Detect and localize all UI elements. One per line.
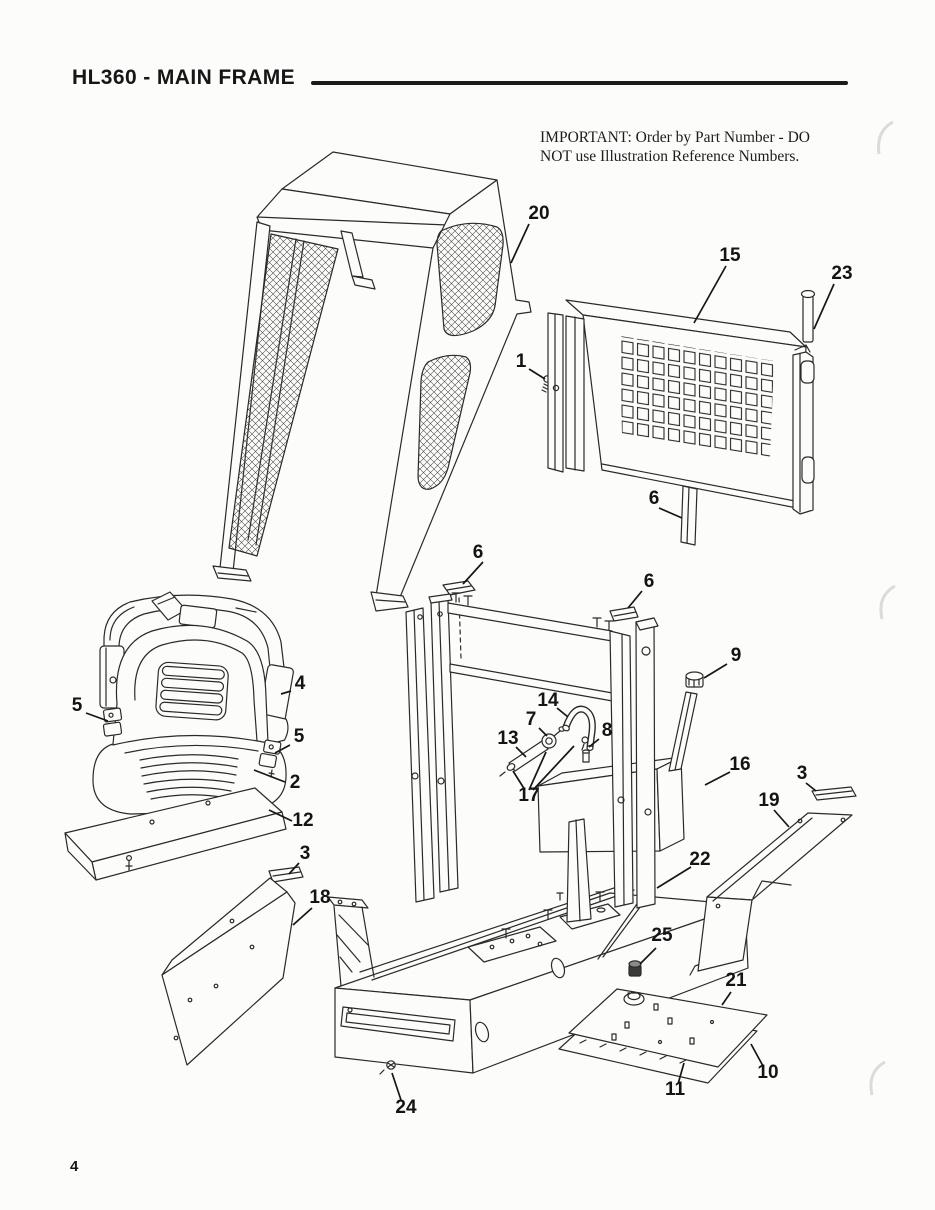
- callout-7: 7: [526, 709, 537, 730]
- hinge-rod-drawing: [800, 289, 816, 343]
- leader-line: [268, 809, 293, 822]
- plug-drawing: [628, 960, 642, 977]
- bottom-plate-drawing: [568, 988, 768, 1068]
- page-number: 4: [70, 1158, 79, 1175]
- callout-5: 5: [294, 726, 305, 747]
- callout-6: 6: [473, 542, 484, 563]
- callout-6: 6: [644, 571, 655, 592]
- main-frame-base-drawing: [327, 885, 749, 1075]
- seat-drawing: [92, 624, 287, 815]
- important-note-line2: NOT use Illustration Reference Numbers.: [540, 147, 800, 165]
- callout-11: 11: [665, 1079, 686, 1100]
- rops-cage-drawing: [212, 151, 532, 612]
- spacer-strip-drawing: [442, 580, 476, 659]
- leader-line: [588, 738, 600, 748]
- important-note: IMPORTANT: Order by Part Number - DO NOT…: [540, 129, 870, 166]
- leader-line: [773, 809, 790, 828]
- leader-line: [813, 283, 835, 330]
- leader-line: [693, 265, 727, 324]
- leader-line: [703, 663, 728, 679]
- filter-fitting-drawing: [541, 726, 566, 749]
- callout-5: 5: [72, 695, 83, 716]
- leader-line: [462, 561, 484, 585]
- leader-line: [658, 507, 683, 519]
- leader-line: [515, 746, 527, 758]
- leader-line: [512, 770, 526, 791]
- page-title: HL360 - MAIN FRAME: [72, 66, 296, 89]
- leader-line: [639, 947, 657, 965]
- shim-strip-drawing: [811, 786, 857, 801]
- leader-line: [532, 745, 575, 791]
- hinge-post-drawing: [792, 344, 815, 515]
- callout-3: 3: [797, 763, 808, 784]
- leader-line: [528, 368, 546, 380]
- belt-clamp-drawing: [102, 707, 123, 737]
- callout-19: 19: [758, 790, 779, 811]
- callout-21: 21: [725, 970, 747, 991]
- leader-line: [704, 771, 731, 786]
- leader-line: [677, 1062, 685, 1085]
- important-note-line1: IMPORTANT: Order by Part Number - DO: [540, 129, 810, 146]
- screw-drawing: [581, 736, 590, 763]
- leader-line: [805, 782, 817, 792]
- spacer-strip-drawing: [680, 485, 698, 546]
- callout-6: 6: [649, 488, 660, 509]
- leader-line: [721, 991, 732, 1006]
- callout-25: 25: [651, 925, 673, 946]
- callout-15: 15: [719, 245, 741, 266]
- leader-line: [538, 727, 548, 737]
- leader-line: [556, 707, 569, 718]
- leader-line: [750, 1043, 764, 1067]
- callout-17: 17: [518, 785, 539, 806]
- seat-mount-plate-drawing: [64, 787, 287, 881]
- leader-line: [274, 744, 291, 754]
- frame-upright-drawing: [405, 592, 659, 923]
- shim-strip-drawing: [268, 866, 304, 883]
- belt-clamp-drawing: [258, 739, 282, 778]
- callout-22: 22: [689, 849, 710, 870]
- callout-13: 13: [497, 728, 518, 749]
- leader-line: [528, 751, 547, 791]
- callout-12: 12: [292, 810, 313, 831]
- left-side-panel-drawing: [161, 877, 296, 1066]
- right-side-panel-drawing: [697, 812, 853, 972]
- leader-line: [253, 769, 286, 783]
- callout-10: 10: [757, 1062, 778, 1083]
- callout-4: 4: [295, 673, 306, 694]
- callout-14: 14: [537, 690, 559, 711]
- callout-8: 8: [602, 720, 613, 741]
- leader-line: [627, 590, 643, 609]
- callout-3: 3: [300, 843, 311, 864]
- rear-grille-drawing: [547, 299, 807, 509]
- leader-line: [656, 866, 692, 889]
- leader-line: [280, 690, 292, 695]
- leader-line: [391, 1072, 402, 1101]
- callout-2: 2: [290, 772, 301, 793]
- filler-cap-drawing: [685, 671, 704, 688]
- callout-16: 16: [729, 754, 750, 775]
- callout-1: 1: [516, 351, 527, 372]
- callout-24: 24: [395, 1097, 417, 1118]
- title-rule: [311, 81, 848, 85]
- leader-line: [85, 712, 109, 722]
- callout-18: 18: [309, 887, 330, 908]
- callout-9: 9: [731, 645, 742, 666]
- callout-20: 20: [528, 203, 549, 224]
- callout-23: 23: [831, 263, 852, 284]
- leader-line: [288, 862, 300, 875]
- scan-artifact: [869, 120, 896, 1096]
- leader-line: [292, 907, 313, 926]
- spacer-strip-drawing: [609, 606, 639, 622]
- hydraulic-tube-drawing: [499, 740, 549, 777]
- leader-line: [510, 223, 530, 264]
